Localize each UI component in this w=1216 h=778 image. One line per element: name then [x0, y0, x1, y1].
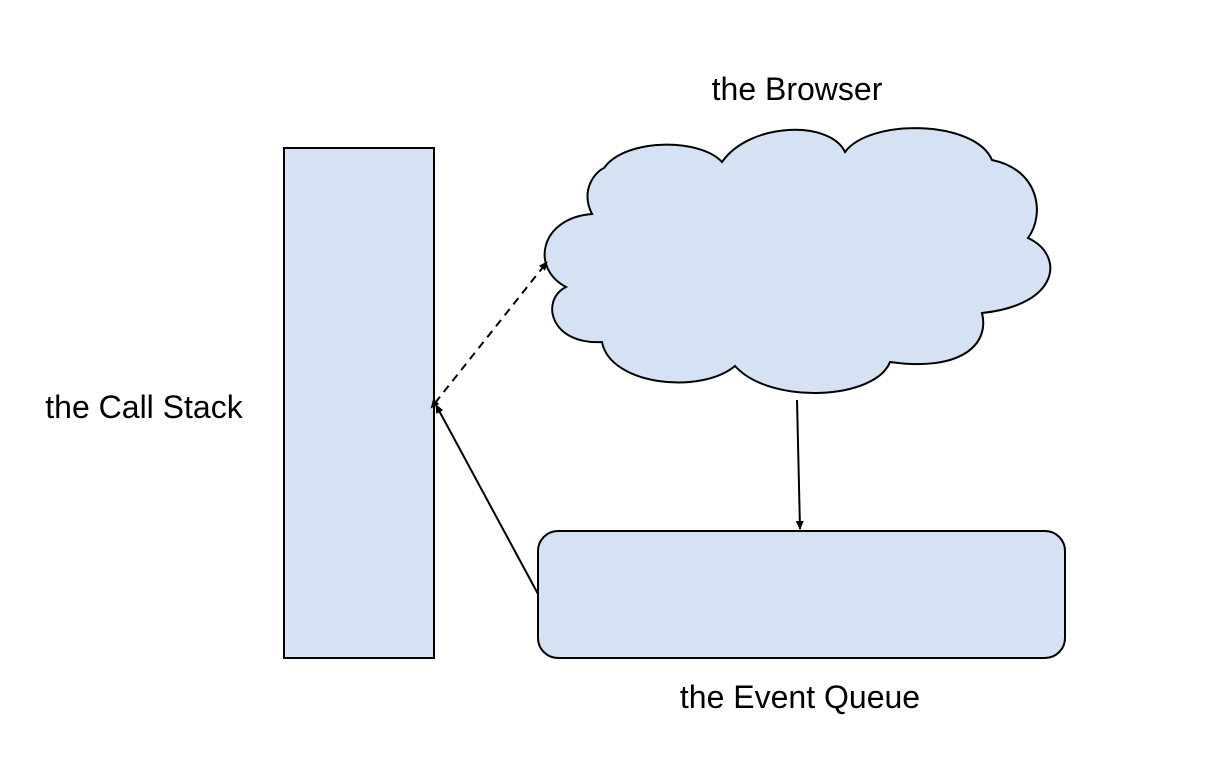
browser-label: the Browser	[712, 71, 883, 107]
event-queue-box	[537, 530, 1066, 659]
browser-event-queue-arrow	[795, 399, 804, 530]
call-stack-label: the Call Stack	[45, 389, 243, 425]
browser-cloud	[543, 127, 1052, 394]
call-stack-box	[283, 147, 435, 659]
event-queue-label: the Event Queue	[680, 679, 920, 715]
event-queue-call-stack-arrow	[435, 404, 539, 595]
call-stack-browser-arrow	[430, 261, 548, 409]
